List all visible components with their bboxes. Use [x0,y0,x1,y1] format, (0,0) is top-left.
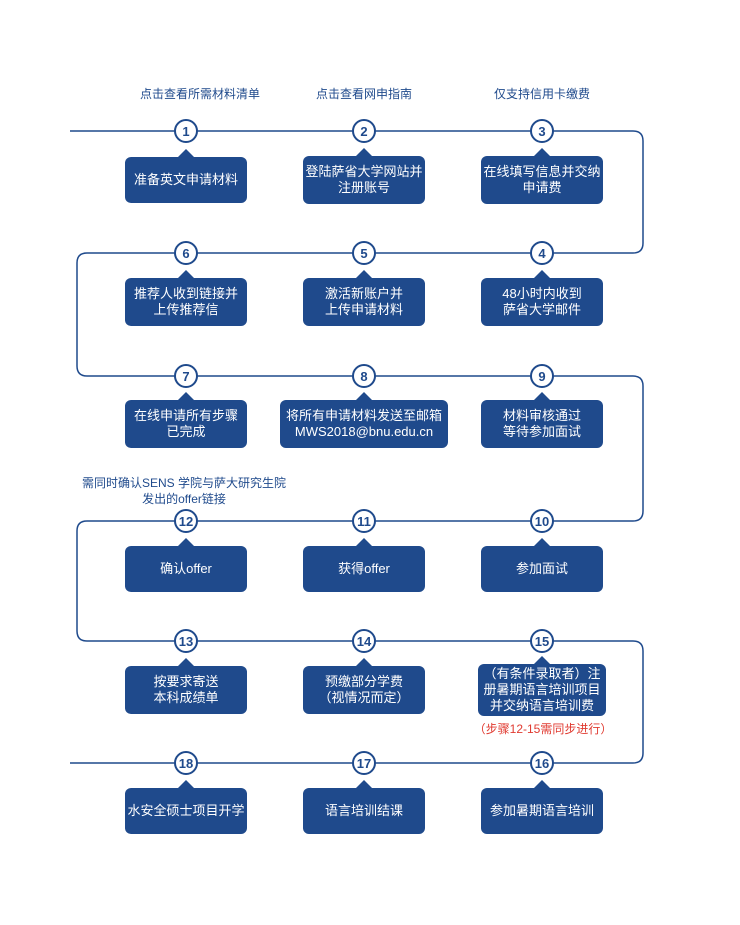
sync-note: （步骤12-15需同步进行） [473,722,613,736]
top-note-materials-list[interactable]: 点击查看所需材料清单 [139,87,260,101]
step-text: 按要求寄送 [153,674,219,689]
step-circle-8: 8 [352,364,376,388]
step-box-16: 参加暑期语言培训 [481,780,603,834]
step-text: 确认offer [160,561,212,576]
step-circle-16: 16 [530,751,554,775]
offer-note-line2: 发出的offer链接 [142,492,226,506]
step-box-9: 材料审核通过 等待参加面试 [481,392,603,448]
step-circle-6: 6 [174,241,198,265]
step-circle-13: 13 [174,629,198,653]
step-circle-9: 9 [530,364,554,388]
step-circle-17: 17 [352,751,376,775]
step-text: 并交纳语言培训费 [489,698,594,713]
step-text: 48小时内收到 [502,286,582,301]
step-circle-4: 4 [530,241,554,265]
step-text: 已完成 [166,424,206,439]
step-box-8: 将所有申请材料发送至邮箱 MWS2018@bnu.edu.cn [280,392,448,448]
step-text: 准备英文申请材料 [133,172,238,187]
step-box-3: 在线填写信息并交纳 申请费 [481,148,603,204]
step-box-1: 准备英文申请材料 [125,149,247,203]
step-circle-2: 2 [352,119,376,143]
step-text: 参加暑期语言培训 [489,803,594,818]
step-text: 推荐人收到链接并 [133,286,238,301]
step-box-2: 登陆萨省大学网站并 注册账号 [303,148,425,204]
step-box-11: 获得offer [303,538,425,592]
step-text: 萨省大学邮件 [502,302,581,317]
flow-line [70,130,644,764]
step-circle-12: 12 [174,509,198,533]
step-text: 册暑期语言培训项目 [483,682,601,697]
step-text: 在线申请所有步骤 [133,408,238,423]
step-box-7: 在线申请所有步骤 已完成 [125,392,247,448]
step-circle-18: 18 [174,751,198,775]
step-text: 将所有申请材料发送至邮箱 [285,408,442,423]
step-box-13: 按要求寄送 本科成绩单 [125,658,247,714]
step-text: 预缴部分学费 [324,674,403,689]
step-circle-7: 7 [174,364,198,388]
step-circle-15: 15 [530,629,554,653]
step-box-18: 水安全硕士项目开学 [125,780,247,834]
step-circle-14: 14 [352,629,376,653]
step-text: 材料审核通过 [502,408,581,423]
step-text: （视情况而定） [318,690,410,705]
step-text: 语言培训结课 [324,803,403,818]
step-text: 上传申请材料 [324,302,403,317]
step-box-6: 推荐人收到链接并 上传推荐信 [125,270,247,326]
step-text: 申请费 [522,180,562,195]
offer-note-line1: 需同时确认SENS 学院与萨大研究生院 [81,476,286,490]
step-text: （有条件录取者）注 [483,666,601,681]
step-text: 获得offer [338,561,390,576]
step-text: 激活新账户并 [324,286,403,301]
top-note-application-guide[interactable]: 点击查看网申指南 [315,87,412,101]
step-circle-11: 11 [352,509,376,533]
step-circle-1: 1 [174,119,198,143]
step-email-text: MWS2018@bnu.edu.cn [294,424,434,439]
step-circle-3: 3 [530,119,554,143]
step-circle-5: 5 [352,241,376,265]
step-box-5: 激活新账户并 上传申请材料 [303,270,425,326]
step-box-14: 预缴部分学费 （视情况而定） [303,658,425,714]
step-box-17: 语言培训结课 [303,780,425,834]
step-text: 在线填写信息并交纳 [483,164,601,179]
step-text: 等待参加面试 [502,424,581,439]
step-circle-10: 10 [530,509,554,533]
top-note-credit-card-only: 仅支持信用卡缴费 [493,87,590,101]
step-text: 本科成绩单 [153,690,219,705]
step-text: 登陆萨省大学网站并 [305,164,423,179]
step-text: 上传推荐信 [153,302,219,317]
step-box-12: 确认offer [125,538,247,592]
step-text: 水安全硕士项目开学 [127,803,245,818]
step-box-4: 48小时内收到 萨省大学邮件 [481,270,603,326]
step-text: 注册账号 [337,180,390,195]
step-text: 参加面试 [515,561,568,576]
step-box-10: 参加面试 [481,538,603,592]
step-box-15: （有条件录取者）注 册暑期语言培训项目 并交纳语言培训费 [478,656,606,716]
offer-note: 需同时确认SENS 学院与萨大研究生院 发出的offer链接 [64,475,304,507]
